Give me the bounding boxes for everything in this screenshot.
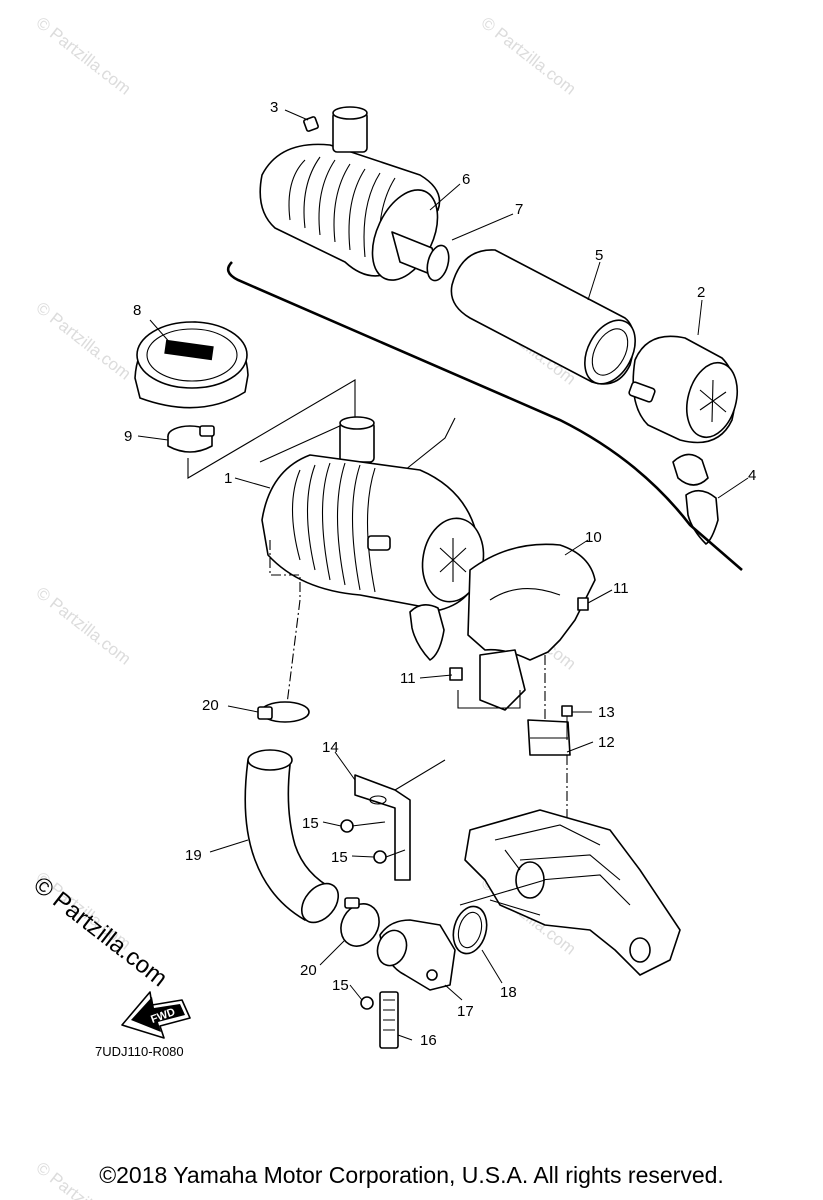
callout-6: 6 [462, 171, 470, 188]
assembly-guide-lines [544, 655, 568, 860]
part-19-intake-hose [244, 749, 340, 924]
callout-1: 1 [224, 470, 232, 487]
assembly-guide-lines [459, 879, 546, 906]
part-1-air-cleaner-assembly [261, 416, 485, 661]
part-16-strap [379, 991, 399, 1049]
part-5-filter-element [450, 249, 636, 385]
part-4-valve [672, 453, 719, 545]
part-9-clamp [167, 425, 215, 453]
callout-7: 7 [515, 201, 523, 218]
part-11-bolt [449, 597, 589, 681]
part-3-plug [303, 116, 319, 132]
part-12-bracket [527, 719, 571, 756]
bracket-pointer [404, 417, 456, 471]
part-10-band [467, 543, 596, 711]
part-13-bolt [561, 705, 573, 740]
callout-15: 15 [331, 849, 348, 866]
callout-11: 11 [400, 670, 416, 687]
assembly-guide-lines [351, 759, 446, 858]
callout-11: 11 [613, 580, 629, 597]
assembly-guide-lines [269, 540, 301, 721]
callout-8: 8 [133, 302, 141, 319]
part-2-cap-assembly [628, 335, 738, 444]
watermark: © Partzilla.com [33, 13, 135, 99]
watermark: © Partzilla.com [33, 583, 135, 669]
callout-15: 15 [332, 977, 349, 994]
fwd-arrow-icon: FWD [121, 991, 191, 1039]
assembly-guide-lines [457, 690, 521, 709]
callout-12: 12 [598, 734, 615, 751]
exploded-view-bracket [226, 261, 743, 571]
callout-20: 20 [300, 962, 317, 979]
part-17-joint [376, 919, 456, 991]
diagram-code: 7UDJ110-R080 [95, 1044, 184, 1059]
assembly-guide-lines [187, 379, 356, 479]
part-14-bracket [354, 774, 411, 881]
callout-9: 9 [124, 428, 132, 445]
part-20-clamp [257, 701, 380, 947]
callout-2: 2 [697, 284, 705, 301]
callout-20: 20 [202, 697, 219, 714]
part-15-nut [340, 819, 387, 1010]
callout-13: 13 [598, 704, 615, 721]
callout-5: 5 [595, 247, 603, 264]
callout-17: 17 [457, 1003, 474, 1020]
callout-labels: 3 6 7 5 2 4 8 9 1 10 11 11 13 12 14 15 1… [124, 99, 756, 1049]
callout-3: 3 [270, 99, 278, 116]
brand-mark: © Partzilla.com [28, 871, 172, 992]
watermark: © Partzilla.com [478, 13, 580, 99]
callout-10: 10 [585, 529, 602, 546]
leader-lines [137, 109, 749, 1041]
callout-16: 16 [420, 1032, 437, 1049]
part-8-cover [134, 321, 249, 409]
callout-15: 15 [302, 815, 319, 832]
callout-19: 19 [185, 847, 202, 864]
engine-throttle-body [464, 809, 681, 976]
callout-14: 14 [322, 739, 339, 756]
part-7-filter-insert [391, 231, 450, 282]
callout-18: 18 [500, 984, 517, 1001]
copyright-notice: ©2018 Yamaha Motor Corporation, U.S.A. A… [99, 1162, 724, 1188]
callout-4: 4 [748, 467, 756, 484]
watermark: © Partzilla.com [33, 298, 135, 384]
part-18-gasket [452, 905, 488, 955]
